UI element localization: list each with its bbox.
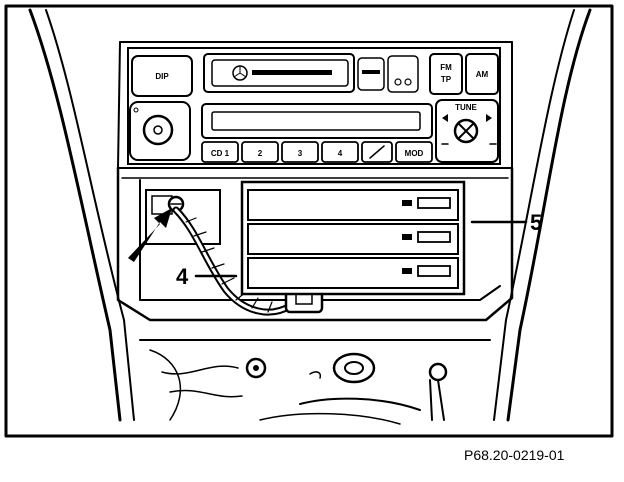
svg-text:MOD: MOD	[405, 149, 424, 158]
fm-tp-button	[429, 53, 463, 95]
svg-text:3: 3	[298, 149, 303, 158]
fm-label: FM	[440, 63, 452, 72]
am-label: AM	[476, 70, 489, 79]
compartment-cavity	[116, 166, 514, 322]
am-button	[465, 53, 499, 95]
lower-mechanism	[139, 339, 491, 425]
figure-frame	[4, 4, 614, 438]
svg-text:4: 4	[338, 149, 343, 158]
tune-label: TUNE	[455, 103, 477, 112]
svg-text:2: 2	[258, 149, 263, 158]
svg-text:CD 1: CD 1	[211, 149, 230, 158]
radio-unit: DIP FM TP AM CD 1 2 3	[127, 47, 501, 165]
preset-buttons: CD 1 2 3 4 MOD	[201, 141, 433, 163]
tp-label: TP	[441, 75, 452, 84]
callout-5-label: 5	[530, 210, 542, 235]
pointer-arrow-icon	[128, 208, 172, 262]
tape-direction-button	[387, 55, 419, 93]
callout-4-label: 4	[176, 264, 189, 289]
dip-button	[131, 55, 193, 97]
volume-knob	[142, 114, 174, 146]
figure-id-caption: P68.20-0219-01	[464, 447, 565, 463]
switch-module	[240, 180, 466, 296]
dip-label: DIP	[155, 72, 169, 81]
